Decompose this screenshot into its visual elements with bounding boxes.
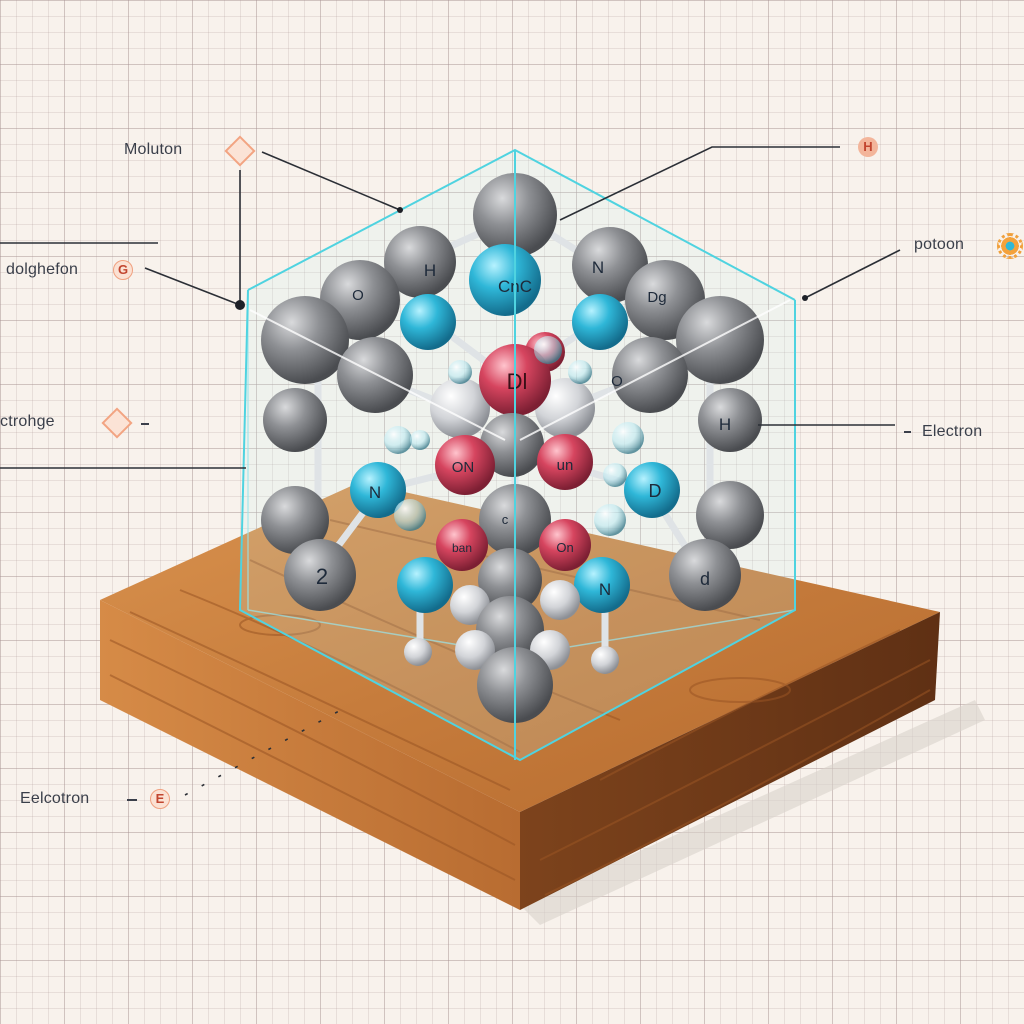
atom-carbon	[261, 486, 329, 554]
atom-label-o: O	[352, 287, 364, 304]
atom-label-d: D	[649, 481, 662, 501]
back-atoms	[261, 173, 764, 554]
atom-hydrogen	[404, 638, 432, 666]
atom-nitrogen	[400, 294, 456, 350]
atom-label-dg: Dg	[647, 289, 666, 306]
atom-labels: H O CnC N Dg Dl N N ON un ban On D H 2 d…	[316, 258, 731, 599]
atom-label-n-right: N	[599, 580, 611, 599]
leader-dot	[802, 295, 808, 301]
atom-carbon	[478, 548, 542, 612]
atom-carbon	[337, 337, 413, 413]
gear-icon	[997, 233, 1023, 259]
leader-dot	[235, 300, 245, 310]
atom-nitrogen	[624, 462, 680, 518]
atom-label-c: c	[502, 512, 509, 527]
leader-line-potoon	[804, 249, 901, 299]
atom-oxygen	[539, 519, 591, 571]
atom-label-on-2: On	[556, 540, 573, 555]
atom-hydrogen	[591, 646, 619, 674]
atom-electron	[394, 499, 426, 531]
atom-nitrogen	[469, 244, 541, 316]
atom-label-h-right: H	[719, 415, 731, 434]
atom-carbon	[384, 226, 456, 298]
atom-nitrogen	[397, 557, 453, 613]
atom-electron	[410, 430, 430, 450]
wooden-base-right-side	[520, 612, 940, 910]
atom-label-n-left: N	[369, 483, 381, 502]
atom-electron	[603, 463, 627, 487]
label-e-badge: E	[150, 789, 170, 809]
atom-oxygen	[436, 519, 488, 571]
atom-carbon	[284, 539, 356, 611]
atom-nitrogen	[574, 557, 630, 613]
atom-label-o-right: O	[611, 373, 623, 390]
dash-mark	[904, 431, 911, 433]
label-h-badge: H	[858, 137, 878, 157]
atom-label-dl: Dl	[507, 369, 528, 394]
atom-hydrogen	[535, 378, 595, 438]
atom-carbon	[263, 388, 327, 452]
atom-carbon	[669, 539, 741, 611]
atom-carbon	[676, 296, 764, 384]
atom-electron	[448, 360, 472, 384]
atom-label-un: un	[557, 457, 574, 474]
atom-carbon	[612, 337, 688, 413]
atom-oxygen	[435, 435, 495, 495]
dash-mark	[127, 799, 137, 801]
glass-cube-highlights	[249, 299, 791, 441]
atom-electron	[612, 422, 644, 454]
atom-label-ban: ban	[452, 541, 472, 555]
atom-hydrogen	[430, 378, 490, 438]
label-eelcotron: Eelcotron	[20, 790, 90, 807]
atom-nitrogen	[572, 294, 628, 350]
leader-dot	[397, 207, 403, 213]
glass-cube-edges	[238, 148, 796, 762]
wooden-base-left-side	[100, 600, 520, 910]
atom-label-d-small: d	[700, 569, 710, 589]
atom-electron	[568, 360, 592, 384]
label-moluton: Moluton	[124, 141, 183, 158]
atom-electron	[594, 504, 626, 536]
atom-carbon	[261, 296, 349, 384]
atom-hydrogen	[455, 630, 495, 670]
atom-carbon	[698, 388, 762, 452]
leader-lines	[0, 146, 901, 796]
atom-oxygen	[537, 434, 593, 490]
base-shadow	[520, 700, 985, 925]
atom-label-n-top: N	[592, 258, 604, 277]
atom-electron	[384, 426, 412, 454]
atom-hydrogen	[540, 580, 580, 620]
atom-label-2: 2	[316, 564, 328, 589]
atom-carbon	[696, 481, 764, 549]
dash-mark	[141, 423, 149, 425]
atom-electron	[534, 336, 562, 364]
atom-label-h: H	[424, 261, 436, 280]
leader-line-moluton	[261, 151, 401, 211]
atom-carbon	[480, 413, 544, 477]
label-dolghefon: dolghefon	[6, 261, 79, 278]
label-potoon: potoon	[914, 236, 965, 253]
atom-nitrogen	[350, 462, 406, 518]
leader-line-h	[559, 146, 840, 221]
mid-atoms	[350, 244, 680, 536]
label-g-badge: G	[113, 260, 133, 280]
atom-label-on: ON	[452, 459, 475, 476]
leader-line-dolghefon	[144, 267, 241, 306]
label-electron: Electron	[922, 423, 983, 440]
label-ctrohge: ctrohge	[0, 413, 55, 430]
